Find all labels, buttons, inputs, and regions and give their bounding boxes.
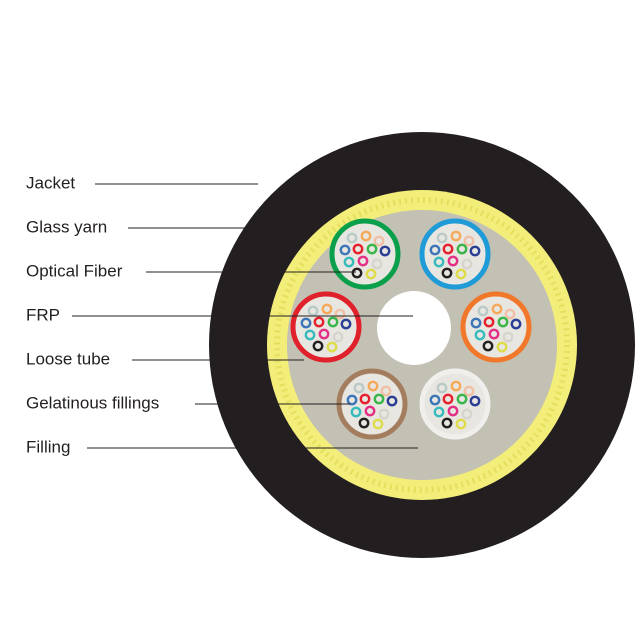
optical-fiber [332,331,344,343]
optical-fiber [312,340,324,352]
optical-fiber [502,331,514,343]
optical-fiber [334,308,346,320]
optical-fiber [461,408,473,420]
glass-yarn-label: Glass yarn [26,217,107,236]
loose-tubes [290,218,532,440]
optical-fiber [339,244,351,256]
optical-fiber [429,244,441,256]
optical-fiber-label: Optical Fiber [26,261,123,280]
loose-tube-red [290,291,362,363]
optical-fiber [491,303,503,315]
optical-fiber [352,243,364,255]
optical-fiber [463,235,475,247]
optical-fiber [463,385,475,397]
optical-fiber [474,329,486,341]
optical-fiber [497,316,509,328]
optical-fiber [450,380,462,392]
loose-tube-orange [460,291,532,363]
optical-fiber [307,305,319,317]
optical-fiber [455,268,467,280]
optical-fiber [350,406,362,418]
optical-fiber [371,258,383,270]
optical-fiber [442,393,454,405]
optical-fiber [469,245,481,257]
optical-fiber [346,394,358,406]
frp-strength-member [377,291,451,365]
gelatinous-fillings-label: Gelatinous fillings [26,393,159,412]
optical-fiber [441,267,453,279]
optical-fiber [469,395,481,407]
optical-fiber [436,232,448,244]
optical-fiber [433,406,445,418]
optical-fiber [436,382,448,394]
optical-fiber [359,393,371,405]
optical-fiber [488,328,500,340]
optical-fiber [366,243,378,255]
glass-yarn-dashes [274,197,570,493]
frp-label: FRP [26,305,60,324]
optical-fiber [470,317,482,329]
optical-fiber [340,318,352,330]
loose-tube-label: Loose tube [26,349,110,368]
optical-fiber [372,418,384,430]
optical-fiber [450,230,462,242]
optical-fiber [364,405,376,417]
optical-fiber [510,318,522,330]
optical-fiber [441,417,453,429]
optical-fiber [386,395,398,407]
optical-fiber [367,380,379,392]
loose-tube-green [329,218,401,290]
optical-fiber [380,385,392,397]
optical-fiber [455,418,467,430]
optical-fiber [482,340,494,352]
optical-fiber [321,303,333,315]
optical-fiber [343,256,355,268]
optical-fiber [442,243,454,255]
optical-fiber [496,341,508,353]
optical-fiber [504,308,516,320]
loose-tube-white [419,368,491,440]
optical-fiber [456,243,468,255]
optical-fiber [365,268,377,280]
optical-fiber [358,417,370,429]
optical-fiber [353,382,365,394]
filling-label: Filling [26,437,70,456]
optical-fiber [326,341,338,353]
optical-fiber [300,317,312,329]
optical-fiber [357,255,369,267]
optical-fiber [433,256,445,268]
optical-fiber [360,230,372,242]
optical-fiber [378,408,390,420]
optical-fiber [477,305,489,317]
optical-fiber [447,255,459,267]
optical-fiber [304,329,316,341]
loose-tube-blue [419,218,491,290]
optical-fiber [318,328,330,340]
optical-fiber [456,393,468,405]
optical-fiber [373,235,385,247]
optical-fiber [447,405,459,417]
optical-fiber [483,316,495,328]
optical-fiber [373,393,385,405]
optical-fiber [313,316,325,328]
jacket-label: Jacket [26,173,75,192]
optical-fiber [351,267,363,279]
optical-fiber [429,394,441,406]
optical-fiber [379,245,391,257]
optical-fiber [461,258,473,270]
optical-fiber [346,232,358,244]
optical-fiber [327,316,339,328]
